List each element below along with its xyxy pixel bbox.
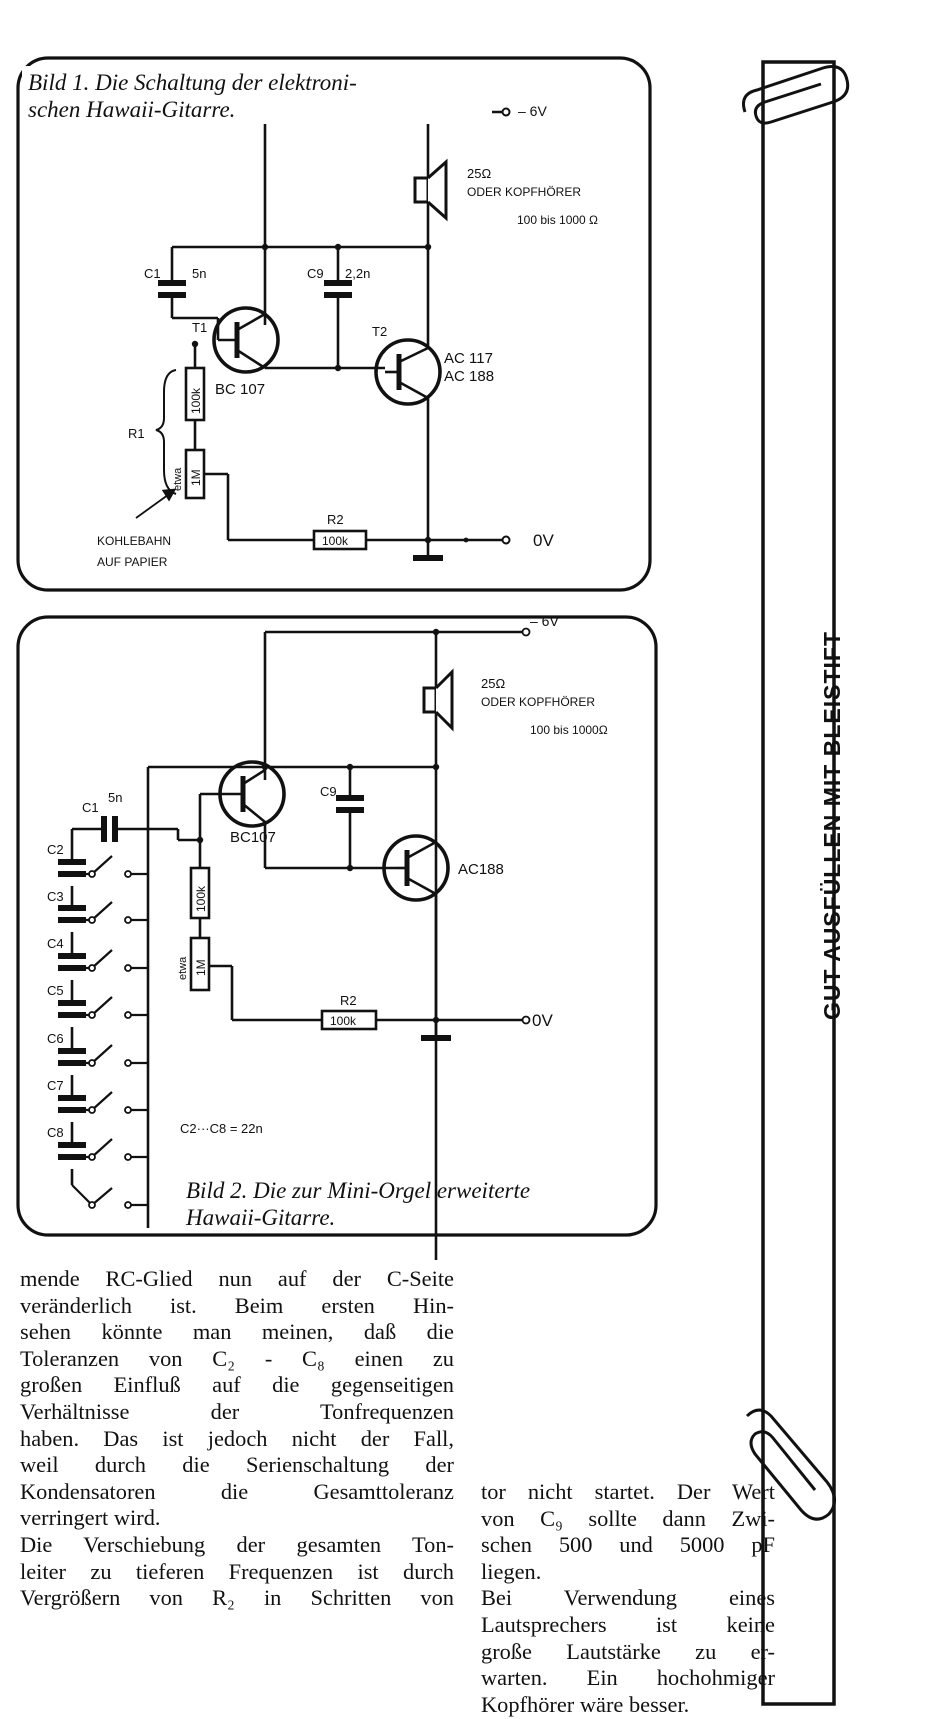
label-speaker-ohm-2: 25Ω bbox=[481, 676, 505, 691]
label-r2: R2 bbox=[327, 512, 344, 527]
label-t2-type-2: AC188 bbox=[458, 861, 504, 878]
label-t1-type-2: BC107 bbox=[230, 829, 276, 846]
figure-2-schematic: – 6V 25Ω ODER KOPFHÖRER 100 bis 1000Ω C1… bbox=[16, 613, 658, 1260]
label-r-100k-2: 100k bbox=[194, 885, 208, 912]
label-c3: C3 bbox=[47, 889, 64, 904]
label-carbon-line2: AUF PAPIER bbox=[97, 555, 168, 569]
label-t2-type2: AC 188 bbox=[444, 368, 494, 385]
paperclip-top-icon bbox=[742, 65, 850, 125]
label-r-1m: 1M bbox=[189, 469, 203, 486]
text-line: warten. Ein hochohmiger bbox=[481, 1665, 775, 1691]
label-c9-2: C9 bbox=[320, 784, 337, 799]
label-supply-zero-2: 0V bbox=[532, 1011, 553, 1030]
text-line: Vergrößern von R₂ in Schritten von bbox=[20, 1585, 454, 1611]
text-line: Bei Verwendung eines bbox=[481, 1585, 775, 1611]
label-speaker-range-2: 100 bis 1000Ω bbox=[530, 723, 608, 737]
text-line: veränderlich ist. Beim ersten Hin- bbox=[20, 1292, 454, 1318]
text-line: leiter zu tieferen Frequenzen ist durch bbox=[20, 1558, 454, 1584]
label-speaker-range: 100 bis 1000 Ω bbox=[517, 213, 598, 227]
figure-1-schematic: Bild 1. Die Schaltung der elektroni- sch… bbox=[16, 56, 652, 592]
text-column-2: tor nicht startet. Der Wert von C₉ sollt… bbox=[481, 1479, 775, 1718]
label-etwa-2: etwa bbox=[177, 956, 189, 980]
figure-2-caption-line2: Hawaii-Gitarre. bbox=[185, 1205, 335, 1230]
text-line: Toleranzen von C₂ - C₈ einen zu bbox=[20, 1345, 454, 1371]
label-c5: C5 bbox=[47, 983, 64, 998]
sidebar-label: GUT AUSFÜLLEN MIT BLEISTIFT bbox=[819, 630, 845, 1020]
label-t1-type: BC 107 bbox=[215, 381, 265, 398]
label-r2-value: 100k bbox=[322, 534, 349, 548]
transistor-t2-2 bbox=[382, 834, 450, 902]
figure-2-frame bbox=[16, 615, 658, 1237]
label-c2: C2 bbox=[47, 842, 64, 857]
paperclip-bottom-icon bbox=[745, 1408, 836, 1521]
label-c7: C7 bbox=[47, 1078, 64, 1093]
label-t1: T1 bbox=[192, 320, 207, 335]
label-r2-2: R2 bbox=[340, 993, 357, 1008]
label-c1-value: 5n bbox=[192, 266, 206, 281]
label-speaker-alt: ODER KOPFHÖRER bbox=[467, 185, 581, 199]
label-r1: R1 bbox=[128, 426, 145, 441]
label-c9: C9 bbox=[307, 266, 324, 281]
text-line: schen 500 und 5000 pF bbox=[481, 1532, 775, 1558]
text-line: weil durch die Serienschaltung der bbox=[20, 1452, 454, 1478]
label-t2: T2 bbox=[372, 324, 387, 339]
label-supply-zero: 0V bbox=[533, 531, 554, 550]
speaker-icon-2 bbox=[422, 686, 438, 714]
text-line: Die Verschiebung der gesamten Ton- bbox=[20, 1531, 454, 1557]
label-c6: C6 bbox=[47, 1031, 64, 1046]
text-line: tor nicht startet. Der Wert bbox=[481, 1479, 775, 1504]
text-line: Verhältnisse der Tonfrequenzen bbox=[20, 1398, 454, 1424]
figure-1-frame bbox=[16, 56, 652, 592]
label-etwa: etwa bbox=[172, 467, 184, 491]
label-cap-range: C2···C8 = 22n bbox=[180, 1121, 263, 1136]
text-line: große Lautstärke zu er- bbox=[481, 1638, 775, 1664]
label-carbon-line1: KOHLEBAHN bbox=[97, 534, 171, 548]
label-supply-neg: – 6V bbox=[518, 103, 547, 119]
label-c9-value: 2,2n bbox=[345, 266, 370, 281]
transistor-t2 bbox=[374, 338, 442, 406]
figure-1-caption-line1: Bild 1. Die Schaltung der elektroni- bbox=[28, 70, 357, 95]
speaker-icon bbox=[413, 176, 430, 204]
label-r-100k: 100k bbox=[189, 387, 203, 414]
label-c4: C4 bbox=[47, 936, 64, 951]
text-line: liegen. bbox=[481, 1558, 542, 1584]
figure-1-caption-line2: schen Hawaii-Gitarre. bbox=[28, 97, 235, 122]
text-line: sehen könnte man meinen, daß die bbox=[20, 1319, 454, 1345]
label-c1-2: C1 bbox=[82, 800, 99, 815]
label-supply-neg-2: – 6V bbox=[530, 613, 559, 629]
figure-2-caption-line1: Bild 2. Die zur Mini-Orgel erweiterte bbox=[186, 1178, 530, 1203]
text-column-1: mende RC-Glied nun auf der C-Seite verän… bbox=[20, 1266, 454, 1612]
text-line: haben. Das ist jedoch nicht der Fall, bbox=[20, 1425, 454, 1451]
transistor-t1 bbox=[212, 306, 280, 374]
label-speaker-alt-2: ODER KOPFHÖRER bbox=[481, 695, 595, 709]
text-line: von C₉ sollte dann Zwi- bbox=[481, 1505, 775, 1531]
sidebar-strip bbox=[742, 60, 850, 1706]
text-line: mende RC-Glied nun auf der C-Seite bbox=[20, 1266, 454, 1291]
text-line: Kondensatoren die Gesamttoleranz bbox=[20, 1478, 454, 1504]
label-c8: C8 bbox=[47, 1125, 64, 1140]
text-line: verringert wird. bbox=[20, 1505, 161, 1531]
text-line: großen Einfluß auf die gegenseitigen bbox=[20, 1372, 454, 1398]
text-line: Lautsprechers ist keine bbox=[481, 1611, 775, 1637]
label-c1-value-2: 5n bbox=[108, 790, 122, 805]
potentiometer-1m-2 bbox=[189, 936, 211, 992]
label-speaker-ohm: 25Ω bbox=[467, 166, 491, 181]
label-c1: C1 bbox=[144, 266, 161, 281]
text-line: Kopfhörer wäre besser. bbox=[481, 1691, 690, 1717]
label-t2-type1: AC 117 bbox=[444, 350, 493, 367]
label-r-1m-2: 1M bbox=[194, 959, 208, 976]
label-r2-value-2: 100k bbox=[330, 1014, 357, 1028]
